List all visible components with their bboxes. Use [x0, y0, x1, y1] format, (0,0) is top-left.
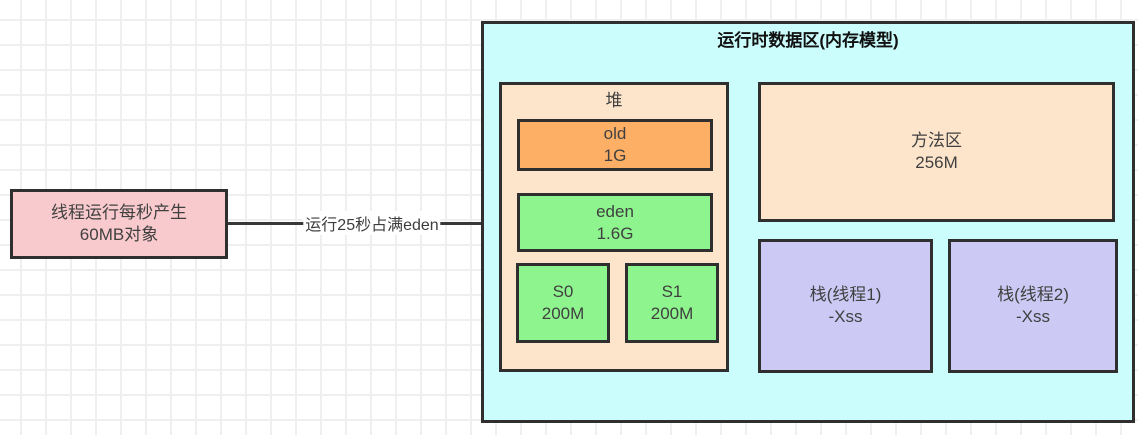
runtime-data-area-title: 运行时数据区(内存模型): [717, 31, 899, 50]
thread-source-node: 线程运行每秒产生 60MB对象: [10, 189, 228, 259]
survivor1-size: 200M: [650, 304, 694, 323]
eden-size: 1.6G: [596, 223, 634, 243]
stack-thread2-size: -Xss: [1016, 307, 1050, 326]
old-gen-node: old 1G: [517, 119, 713, 171]
stack-thread2-node: 栈(线程2) -Xss: [948, 239, 1118, 373]
method-area-name: 方法区: [911, 131, 962, 151]
connector-label: 运行25秒占满eden: [303, 211, 441, 235]
method-area-size: 256M: [915, 153, 958, 172]
survivor0-name: S0: [552, 282, 574, 302]
survivor1-name: S1: [661, 282, 683, 302]
method-area-node: 方法区 256M: [758, 82, 1115, 222]
stack-thread2-name: 栈(线程2): [997, 285, 1069, 305]
survivor0-size: 200M: [541, 304, 585, 323]
thread-source-line2: 60MB对象: [79, 225, 159, 244]
thread-source-line1: 线程运行每秒产生: [51, 203, 187, 223]
eden-node: eden 1.6G: [517, 193, 713, 252]
survivor0-node: S0 200M: [516, 263, 610, 343]
survivor1-node: S1 200M: [625, 263, 719, 343]
old-gen-size: 1G: [603, 146, 627, 165]
stack-thread1-size: -Xss: [828, 307, 863, 326]
stack-thread1-name: 栈(线程1): [809, 285, 882, 305]
eden-name: eden: [596, 201, 634, 221]
stack-thread1-node: 栈(线程1) -Xss: [758, 239, 933, 373]
old-gen-name: old: [603, 124, 627, 144]
heap-label: 堆: [605, 91, 623, 110]
